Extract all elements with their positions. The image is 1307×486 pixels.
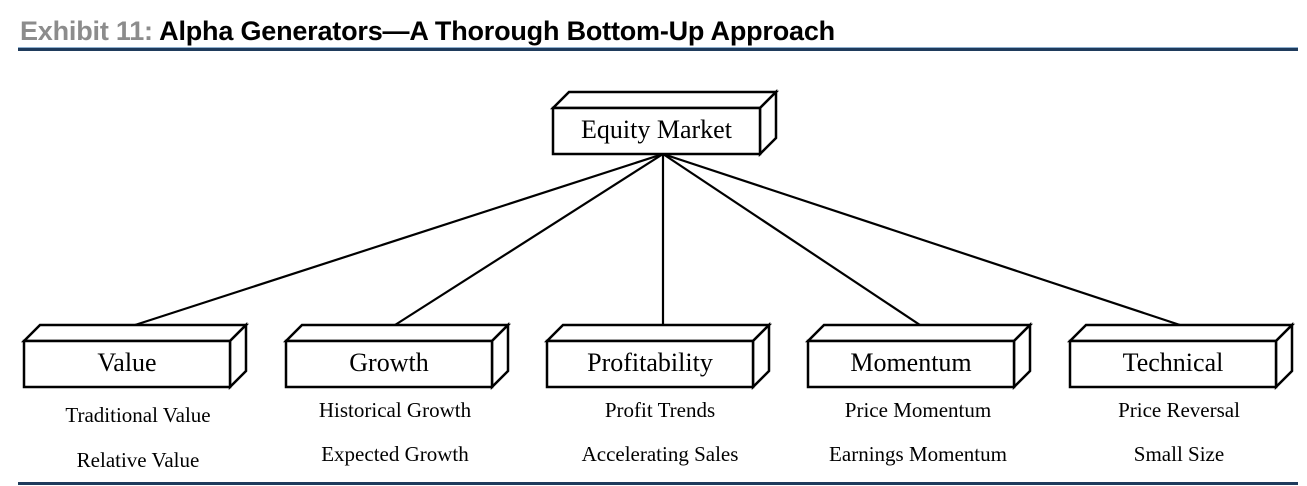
sub-item: Small Size bbox=[1133, 442, 1225, 466]
connector-lines bbox=[134, 152, 1181, 327]
top-rule bbox=[18, 48, 1298, 51]
child-box-technical bbox=[1066, 321, 1296, 391]
bottom-rule bbox=[18, 482, 1298, 485]
sub-item: Price Momentum bbox=[844, 398, 992, 422]
node-label-momentum: Momentum bbox=[850, 348, 972, 377]
sub-item: Price Reversal bbox=[1118, 398, 1240, 422]
sub-item: Relative Value bbox=[76, 448, 200, 472]
exhibit-title-text: Alpha Generators—A Thorough Bottom-Up Ap… bbox=[159, 16, 835, 46]
node-label-value: Value bbox=[97, 348, 157, 377]
node-label-profitability: Profitability bbox=[587, 348, 713, 377]
exhibit-label: Exhibit 11: bbox=[20, 16, 153, 46]
sub-item: Historical Growth bbox=[318, 398, 472, 422]
root-node-label: Equity Market bbox=[581, 115, 732, 144]
child-box-momentum bbox=[804, 321, 1034, 391]
root-box bbox=[549, 88, 780, 158]
node-label-technical: Technical bbox=[1122, 348, 1224, 377]
sub-item: Expected Growth bbox=[321, 442, 469, 466]
sub-item: Accelerating Sales bbox=[581, 442, 739, 466]
child-box-growth bbox=[282, 321, 512, 391]
child-box-value bbox=[20, 321, 250, 391]
sub-item: Profit Trends bbox=[604, 398, 716, 422]
node-label-growth: Growth bbox=[349, 348, 429, 377]
sub-item: Traditional Value bbox=[65, 403, 211, 427]
exhibit-title: Exhibit 11: Alpha Generators—A Thorough … bbox=[20, 14, 835, 48]
child-box-profitability bbox=[543, 321, 773, 391]
sub-item: Earnings Momentum bbox=[829, 442, 1007, 466]
